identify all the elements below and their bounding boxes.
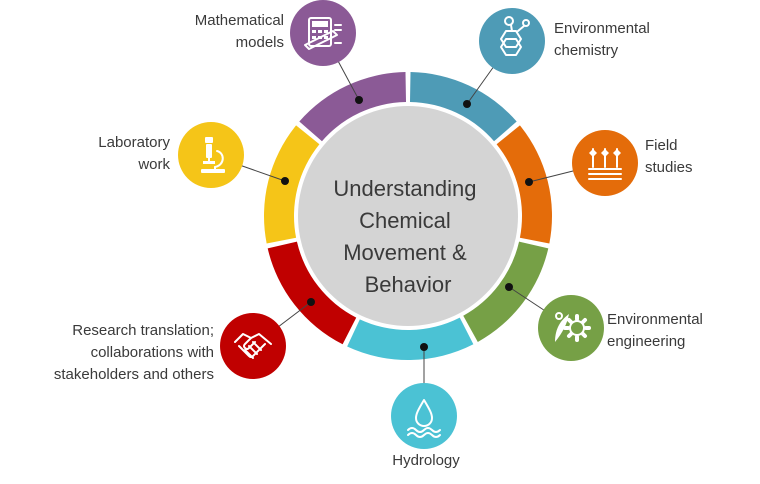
- microscope-icon: [201, 137, 225, 173]
- ring-segment-field-studies: [496, 125, 552, 244]
- ring-segment-hydrology: [347, 317, 474, 360]
- ring-segment-laboratory-work: [264, 125, 320, 244]
- connector-dot-research-translation: [307, 298, 315, 306]
- label-hydrology: Hydrology: [392, 452, 460, 469]
- label-environmental-chemistry: Environmental chemistry: [554, 20, 650, 59]
- calculator-icon: [304, 17, 342, 50]
- gear-leaf-icon: [555, 312, 591, 342]
- molecule-icon: [500, 16, 530, 56]
- center-line-3: Movement &: [343, 240, 467, 265]
- ring-segments: [264, 72, 552, 360]
- label-mathematical-models: Mathematical models: [194, 12, 284, 51]
- connector-dot-field-studies: [525, 178, 533, 186]
- center-circle: [298, 106, 518, 326]
- ring-segment-mathematical-models: [299, 72, 407, 142]
- label-research-translation: Research translation; collaborations wit…: [53, 322, 214, 383]
- label-laboratory-work: Laboratory work: [98, 134, 170, 173]
- center-title: Understanding Chemical Movement & Behavi…: [333, 176, 482, 297]
- center-line-2: Chemical: [359, 208, 451, 233]
- node-circle-research-translation: [220, 313, 286, 379]
- center-line-1: Understanding: [333, 176, 476, 201]
- crops-icon: [588, 148, 622, 180]
- connector-dot-environmental-chemistry: [463, 100, 471, 108]
- connector-dot-hydrology: [420, 343, 428, 351]
- center-line-4: Behavior: [365, 272, 452, 297]
- ring-segment-environmental-engineering: [463, 241, 549, 342]
- node-circle-mathematical-models: [290, 0, 356, 66]
- water-drop-icon: [407, 399, 441, 438]
- label-field-studies: Field studies: [645, 137, 693, 176]
- ring-segment-research-translation: [267, 241, 357, 345]
- connector-dot-laboratory-work: [281, 177, 289, 185]
- node-circles: [178, 0, 638, 449]
- label-environmental-engineering: Environmental engineering: [607, 311, 703, 350]
- ring-segment-environmental-chemistry: [409, 72, 517, 142]
- connector-dot-mathematical-models: [355, 96, 363, 104]
- handshake-icon: [234, 333, 272, 359]
- connector-dot-environmental-engineering: [505, 283, 513, 291]
- node-circle-hydrology: [391, 383, 457, 449]
